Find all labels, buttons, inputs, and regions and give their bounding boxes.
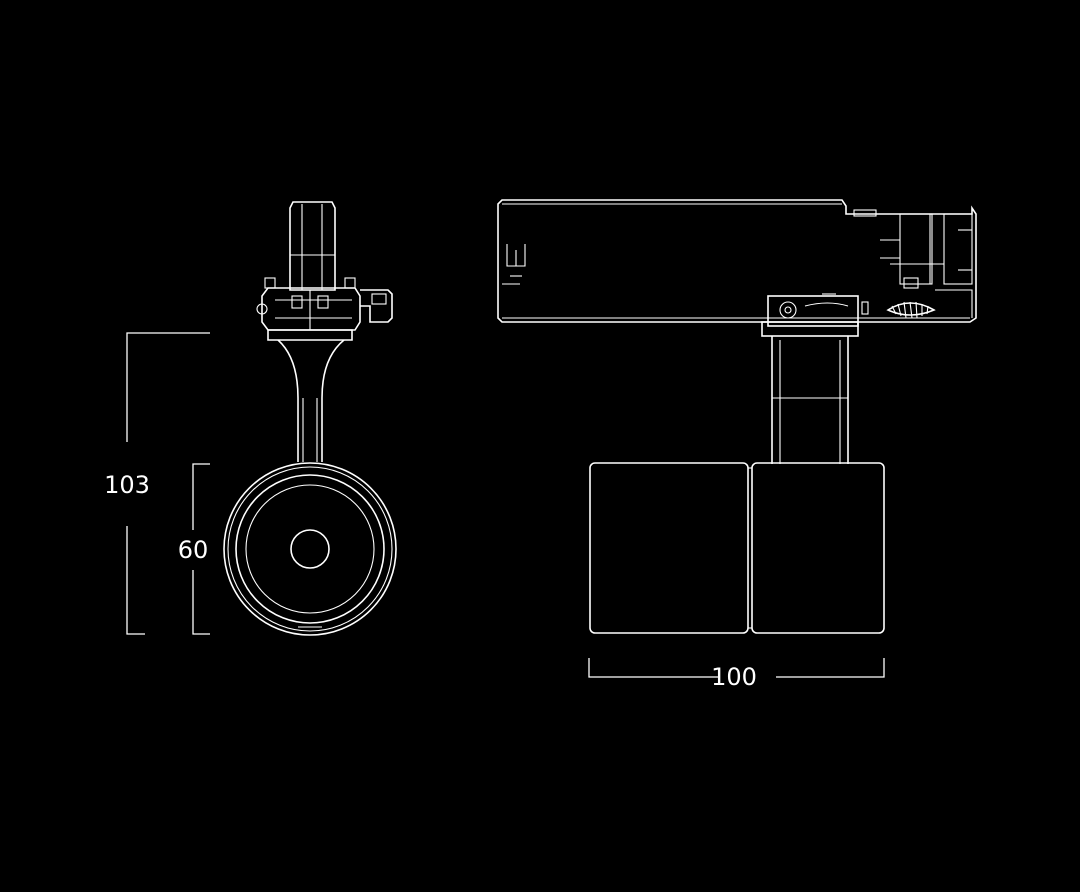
dimension-label-head-length: 100 [711,663,757,691]
dimension-head-diameter: 60 [178,463,210,635]
dimension-label-overall-height: 103 [104,471,150,499]
dimension-head-length: 100 [588,658,885,691]
rotary-switch [767,293,869,327]
dimension-label-head-diameter: 60 [178,536,209,564]
track-adapter-side [497,199,977,323]
side-view: 100 [497,199,977,691]
lamp-head-side [589,462,885,634]
track-adapter-front [256,201,393,341]
lamp-head-front [223,462,397,636]
front-view: 103 60 [104,201,397,636]
stem-front [277,339,345,462]
dimension-overall-height: 103 [104,332,210,635]
dial-knurl [886,301,936,319]
stem-side [761,321,859,464]
